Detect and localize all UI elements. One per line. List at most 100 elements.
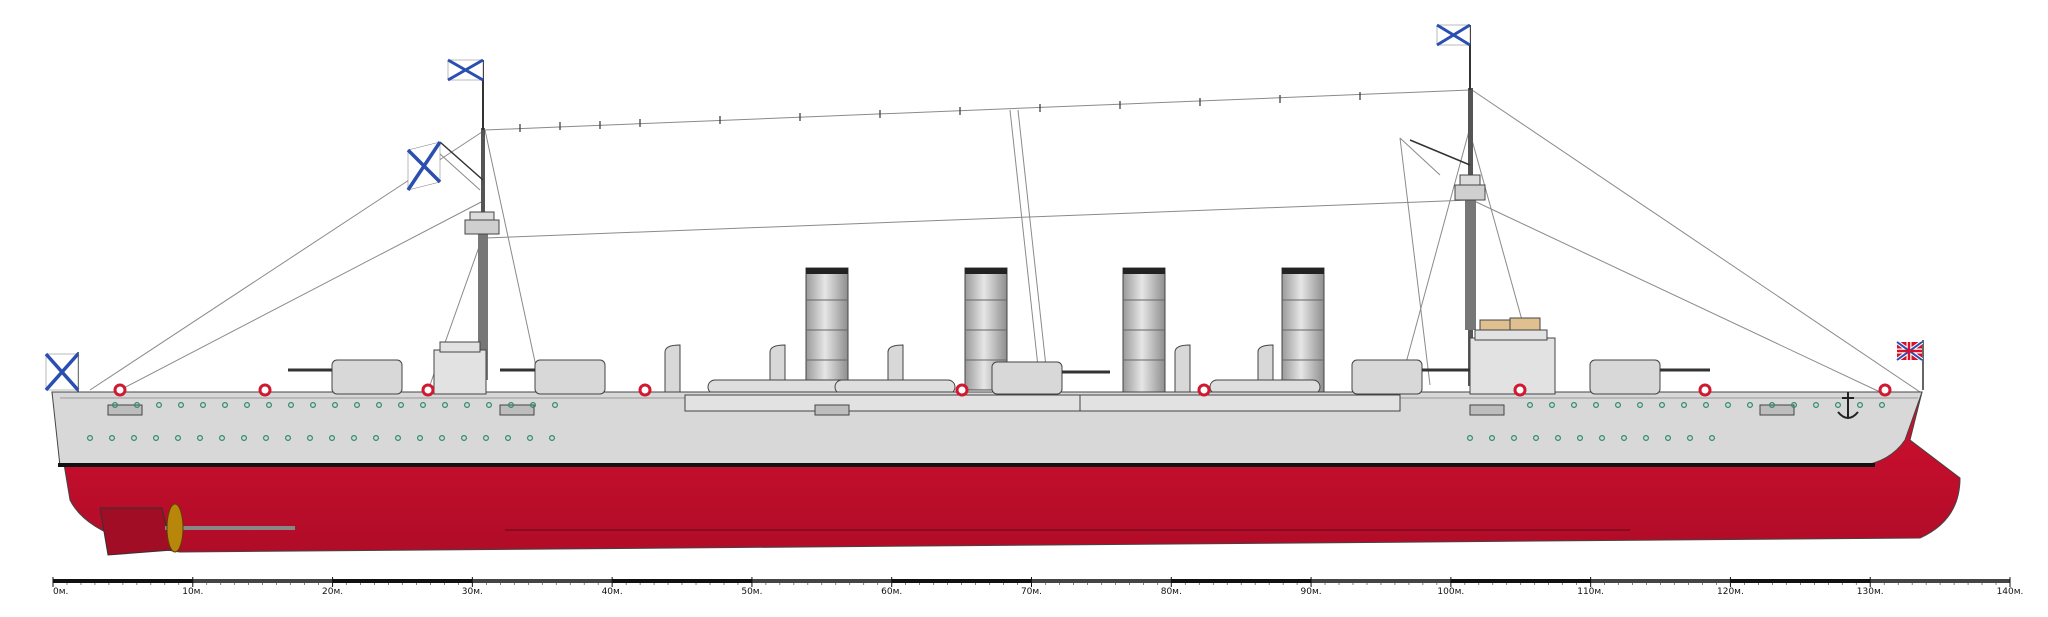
porthole — [1746, 402, 1753, 409]
scale-label: 20м. — [322, 587, 343, 597]
st-andrew-flag-main-top — [1436, 23, 1471, 47]
porthole — [373, 435, 380, 442]
st-andrew-flag-stern — [44, 352, 80, 395]
porthole — [376, 402, 383, 409]
scale-segment — [53, 579, 193, 583]
casemate-guns — [107, 404, 1795, 416]
porthole — [1702, 402, 1709, 409]
porthole — [483, 435, 490, 442]
scale-label: 110м. — [1577, 587, 1604, 597]
scale-segment — [1450, 579, 1591, 583]
lifebuoy — [421, 383, 435, 397]
lifebuoy — [258, 383, 272, 397]
portholes — [86, 402, 1885, 442]
anchor-icon — [1837, 392, 1859, 419]
porthole — [263, 435, 270, 442]
porthole — [1620, 435, 1627, 442]
lifebuoy — [638, 383, 652, 397]
porthole — [1708, 435, 1715, 442]
porthole — [1636, 402, 1643, 409]
superstructures — [433, 317, 1556, 412]
scale-label: 130м. — [1857, 587, 1884, 597]
scale-segment — [1311, 579, 1451, 583]
porthole — [1664, 435, 1671, 442]
rudder-propeller — [99, 503, 295, 556]
funnel-3 — [1122, 267, 1166, 414]
porthole — [508, 402, 515, 409]
porthole — [1642, 435, 1649, 442]
turret-mid — [991, 361, 1110, 395]
scale-segment — [751, 579, 892, 583]
porthole — [464, 402, 471, 409]
porthole — [1510, 435, 1517, 442]
scale-label: 30м. — [462, 587, 483, 597]
scale-segment — [891, 579, 1032, 583]
porthole — [307, 435, 314, 442]
scale-segment — [1730, 579, 1871, 583]
porthole — [1768, 402, 1775, 409]
scale-label: 80м. — [1161, 587, 1182, 597]
russian-jack-flag — [1895, 340, 1924, 390]
porthole — [1878, 402, 1885, 409]
lifebuoy — [113, 383, 127, 397]
main-mast — [1409, 25, 1486, 386]
porthole — [222, 402, 229, 409]
porthole — [1790, 402, 1797, 409]
lifebuoys — [113, 383, 1892, 397]
porthole — [442, 402, 449, 409]
gun-turrets — [288, 359, 1710, 395]
scale-label: 10м. — [182, 587, 203, 597]
porthole — [86, 435, 93, 442]
scale-segment — [1590, 579, 1731, 583]
scale-label: 70м. — [1021, 587, 1042, 597]
scale-segment — [1171, 579, 1312, 583]
porthole — [1466, 435, 1473, 442]
scale-label: 140м. — [1997, 587, 2024, 597]
porthole — [1812, 402, 1819, 409]
porthole — [1598, 435, 1605, 442]
porthole — [310, 402, 317, 409]
porthole — [153, 435, 160, 442]
porthole — [486, 402, 493, 409]
porthole — [241, 435, 248, 442]
porthole — [108, 435, 115, 442]
funnel-1 — [805, 267, 849, 391]
porthole — [131, 435, 138, 442]
hull — [51, 391, 1961, 553]
porthole — [529, 402, 536, 409]
porthole — [526, 435, 533, 442]
porthole — [395, 435, 402, 442]
st-andrew-flag-fore-top — [447, 58, 484, 82]
turret-fore-1 — [500, 359, 606, 395]
porthole — [1856, 402, 1863, 409]
porthole — [439, 435, 446, 442]
turret-aft-1 — [288, 359, 403, 395]
porthole — [134, 402, 141, 409]
porthole — [288, 402, 295, 409]
scale-label: 60м. — [881, 587, 902, 597]
scale-segment — [612, 579, 752, 583]
porthole — [200, 402, 207, 409]
porthole — [266, 402, 273, 409]
porthole — [1526, 402, 1533, 409]
st-andrew-flag-gaff — [406, 141, 442, 191]
turret-fore-2 — [1351, 359, 1470, 395]
porthole — [1680, 402, 1687, 409]
porthole — [219, 435, 226, 442]
porthole — [1576, 435, 1583, 442]
porthole — [332, 402, 339, 409]
scale-label: 40м. — [602, 587, 623, 597]
porthole — [1532, 435, 1539, 442]
scale-label: 100м. — [1437, 587, 1464, 597]
stay-ties — [519, 92, 1361, 132]
porthole — [285, 435, 292, 442]
scale-segment — [192, 579, 333, 583]
porthole — [1488, 435, 1495, 442]
porthole — [417, 435, 424, 442]
porthole — [1686, 435, 1693, 442]
scale-segment — [1031, 579, 1172, 583]
porthole — [551, 402, 558, 409]
porthole — [1724, 402, 1731, 409]
